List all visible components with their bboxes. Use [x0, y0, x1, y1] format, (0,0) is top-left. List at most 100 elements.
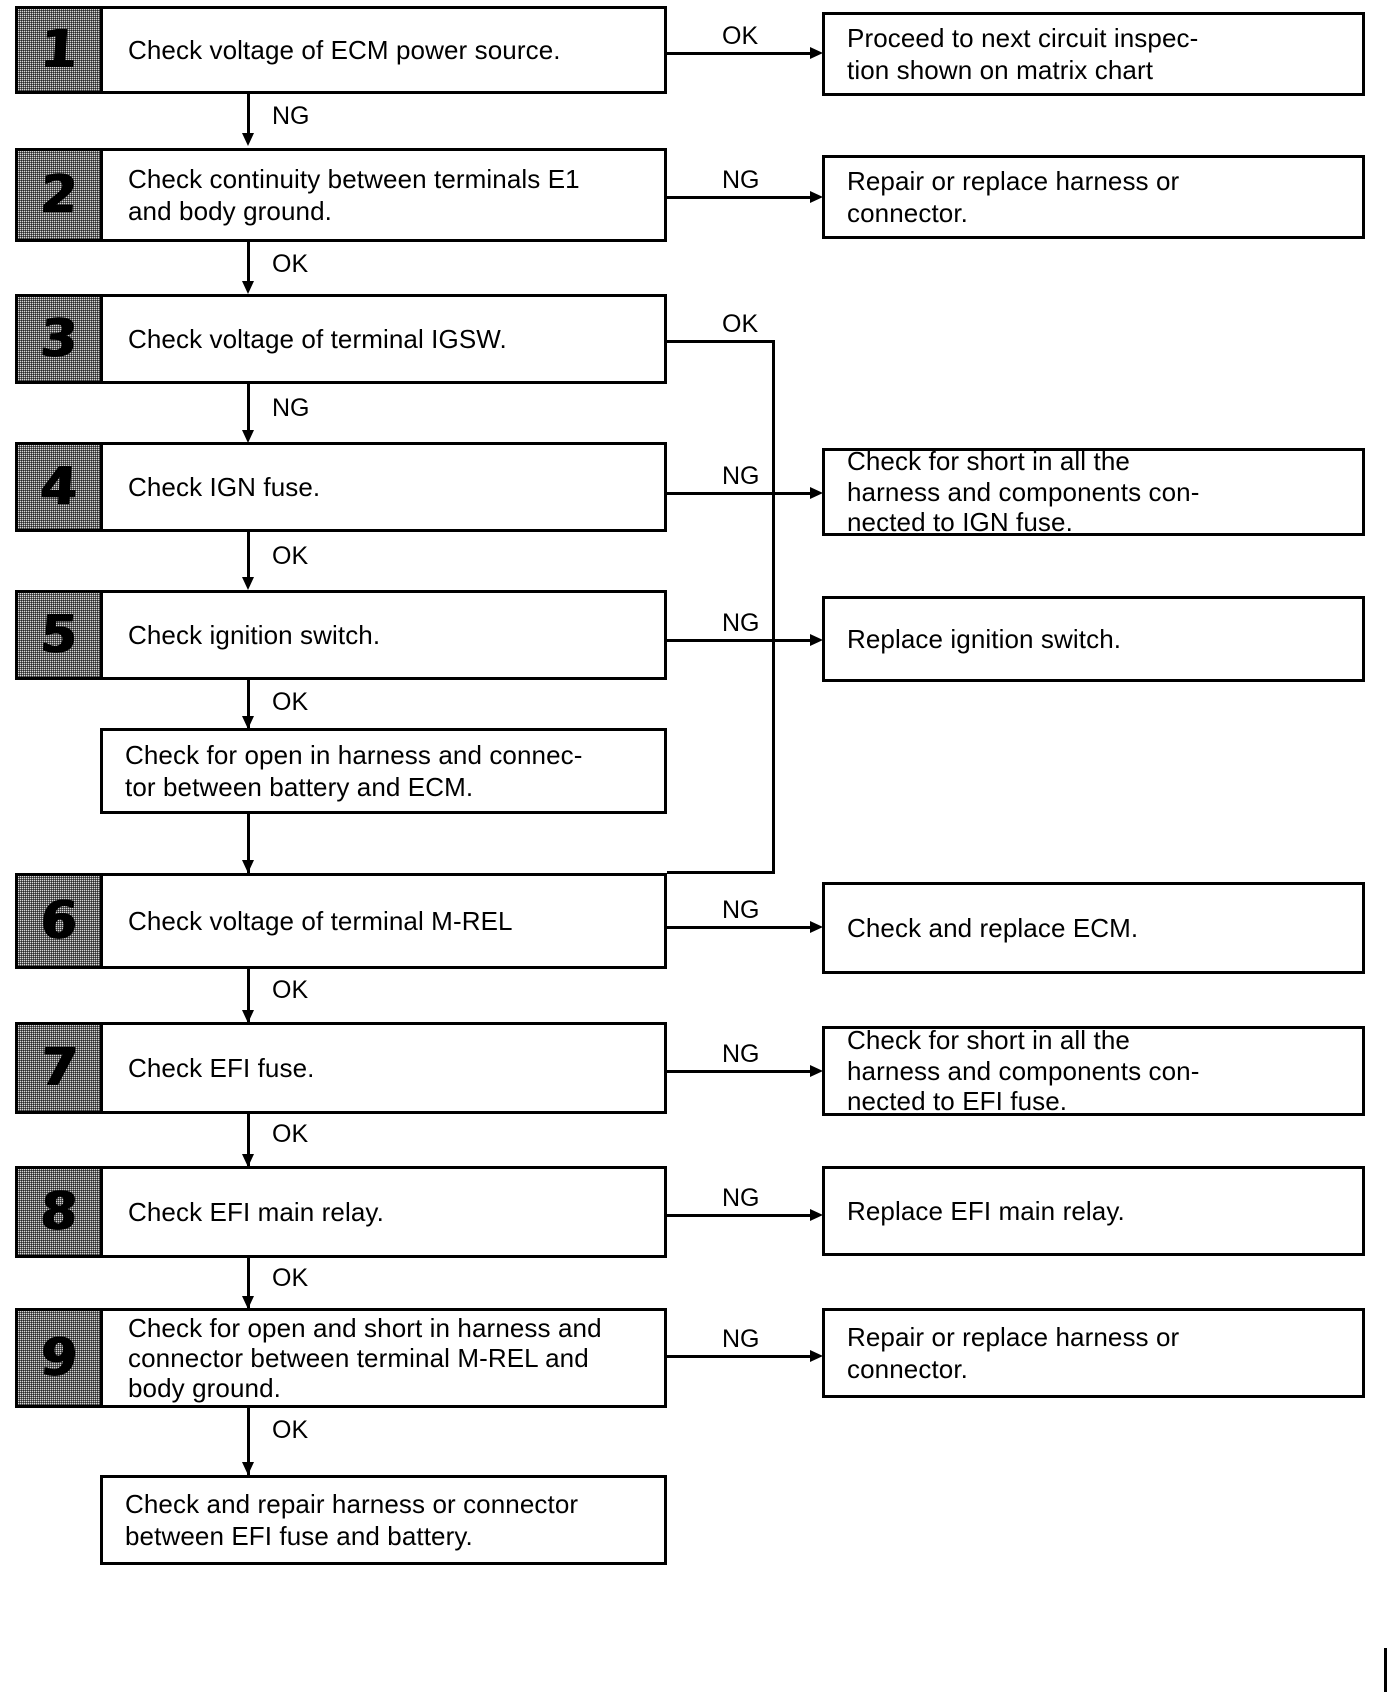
- connector-step4-to-step5: [247, 532, 250, 586]
- connector-step3-ok-horizontal: [667, 340, 775, 343]
- step-number-tab-9: 9: [15, 1308, 103, 1408]
- edge-label-step3-right: OK: [722, 310, 759, 338]
- connector-step3-ok-join-step6: [667, 871, 775, 874]
- connector-step6-to-step7: [247, 969, 250, 1022]
- step-text-open-harness-battery-ecm: Check for open in harness and connec- to…: [125, 739, 583, 802]
- arrowhead-step9-right: [810, 1350, 823, 1362]
- outcome-box-short-efi-fuse[interactable]: Check for short in all the harness and c…: [822, 1025, 1365, 1117]
- outcome-text-short-ign-fuse: Check for short in all the harness and c…: [847, 446, 1200, 538]
- step-number-2: 2: [38, 165, 80, 225]
- arrowhead-step9-to-final: [242, 1462, 254, 1475]
- connector-step5-to-open-harness: [247, 680, 250, 728]
- edge-label-step9-down: OK: [272, 1416, 309, 1444]
- connector-step3-ok-vertical-bus: [772, 340, 775, 874]
- step-text-9: Check for open and short in harness and …: [128, 1312, 602, 1404]
- edge-label-step9-right: NG: [722, 1325, 760, 1353]
- edge-label-step2-down: OK: [272, 250, 309, 278]
- arrowhead-step7-to-step8: [242, 1154, 254, 1167]
- arrowhead-open-harness-to-step6: [242, 860, 254, 873]
- arrowhead-step4-to-step5: [242, 577, 254, 590]
- step-number-7: 7: [38, 1038, 80, 1098]
- step-number-tab-5: 5: [15, 590, 103, 680]
- outcome-box-repair-replace-harness-2[interactable]: Repair or replace harness or connector.: [822, 1308, 1365, 1398]
- page-edge-tick: [1384, 1648, 1387, 1692]
- arrowhead-step1-to-step2: [242, 133, 254, 146]
- connector-step7-to-step8: [247, 1114, 250, 1166]
- outcome-box-next-circuit-inspection[interactable]: Proceed to next circuit inspec- tion sho…: [822, 12, 1365, 96]
- connector-open-harness-to-step6: [247, 814, 250, 873]
- edge-label-step3-down: NG: [272, 394, 310, 422]
- step-text-4: Check IGN fuse.: [128, 471, 321, 502]
- arrowhead-step7-right: [810, 1065, 823, 1077]
- outcome-box-short-ign-fuse[interactable]: Check for short in all the harness and c…: [822, 446, 1365, 538]
- edge-label-step5-right: NG: [722, 609, 760, 637]
- step-number-tab-8: 8: [15, 1166, 103, 1258]
- step-number-9: 9: [38, 1328, 80, 1388]
- edge-label-step2-right: NG: [722, 166, 760, 194]
- connector-step4-to-outcome-short-ign-fuse: [667, 492, 815, 495]
- step-number-6: 6: [38, 891, 80, 951]
- arrowhead-step3-to-step4: [242, 430, 254, 443]
- connector-step8-to-step9: [247, 1258, 250, 1308]
- arrowhead-step8-to-step9: [242, 1296, 254, 1309]
- arrowhead-step6-right: [810, 921, 823, 933]
- step-text-6: Check voltage of terminal M-REL: [128, 905, 513, 936]
- arrowhead-step5-right: [810, 634, 823, 646]
- step-number-tab-1: 1: [15, 6, 103, 94]
- arrowhead-step8-right: [810, 1209, 823, 1221]
- outcome-box-repair-replace-harness-1[interactable]: Repair or replace harness or connector.: [822, 155, 1365, 239]
- outcome-text-short-efi-fuse: Check for short in all the harness and c…: [847, 1025, 1200, 1117]
- edge-label-step4-down: OK: [272, 542, 309, 570]
- connector-step6-to-outcome-check-replace-ecm: [667, 926, 815, 929]
- connector-step7-to-outcome-short-efi-fuse: [667, 1070, 815, 1073]
- arrowhead-step1-right: [810, 47, 823, 59]
- edge-label-step5-down: OK: [272, 688, 309, 716]
- step-box-open-harness-battery-ecm[interactable]: Check for open in harness and connec- to…: [100, 728, 667, 814]
- edge-label-step4-right: NG: [722, 462, 760, 490]
- connector-step8-to-outcome-replace-efi-main-relay: [667, 1214, 815, 1217]
- step-box-check-repair-efi-battery[interactable]: Check and repair harness or connector be…: [100, 1475, 667, 1565]
- outcome-text-replace-ignition-switch: Replace ignition switch.: [847, 623, 1122, 654]
- step-text-7: Check EFI fuse.: [128, 1052, 315, 1083]
- connector-step2-to-outcome-repair-harness: [667, 196, 815, 199]
- step-text-1: Check voltage of ECM power source.: [128, 34, 561, 65]
- arrowhead-step2-to-step3: [242, 281, 254, 294]
- connector-step3-to-step4: [247, 384, 250, 438]
- edge-label-step6-down: OK: [272, 976, 309, 1004]
- step-text-3: Check voltage of terminal IGSW.: [128, 323, 507, 354]
- step-box-8[interactable]: 8 Check EFI main relay.: [15, 1166, 667, 1258]
- connector-step2-to-step3: [247, 242, 250, 290]
- arrowhead-step4-right: [810, 487, 823, 499]
- outcome-box-replace-ignition-switch[interactable]: Replace ignition switch.: [822, 596, 1365, 682]
- outcome-text-next-circuit-inspection: Proceed to next circuit inspec- tion sho…: [847, 22, 1199, 85]
- step-box-1[interactable]: 1 Check voltage of ECM power source.: [15, 6, 667, 94]
- step-box-9[interactable]: 9 Check for open and short in harness an…: [15, 1308, 667, 1408]
- step-box-7[interactable]: 7 Check EFI fuse.: [15, 1022, 667, 1114]
- edge-label-step8-down: OK: [272, 1264, 309, 1292]
- step-box-4[interactable]: 4 Check IGN fuse.: [15, 442, 667, 532]
- step-number-3: 3: [38, 309, 80, 369]
- step-number-8: 8: [38, 1182, 80, 1242]
- step-number-tab-7: 7: [15, 1022, 103, 1114]
- step-number-5: 5: [38, 605, 80, 665]
- edge-label-step1-down: NG: [272, 102, 310, 130]
- outcome-box-replace-efi-main-relay[interactable]: Replace EFI main relay.: [822, 1166, 1365, 1256]
- step-number-tab-4: 4: [15, 442, 103, 532]
- outcome-text-check-replace-ecm: Check and replace ECM.: [847, 912, 1139, 943]
- outcome-box-check-replace-ecm[interactable]: Check and replace ECM.: [822, 882, 1365, 974]
- step-box-5[interactable]: 5 Check ignition switch.: [15, 590, 667, 680]
- step-box-3[interactable]: 3 Check voltage of terminal IGSW.: [15, 294, 667, 384]
- step-number-tab-2: 2: [15, 148, 103, 242]
- connector-step1-to-step2: [247, 94, 250, 138]
- step-text-8: Check EFI main relay.: [128, 1196, 384, 1227]
- step-box-2[interactable]: 2 Check continuity between terminals E1 …: [15, 148, 667, 242]
- outcome-text-replace-efi-main-relay: Replace EFI main relay.: [847, 1195, 1125, 1226]
- step-number-1: 1: [38, 20, 80, 80]
- step-box-6[interactable]: 6 Check voltage of terminal M-REL: [15, 873, 667, 969]
- step-number-tab-3: 3: [15, 294, 103, 384]
- connector-step9-to-outcome-repair-harness: [667, 1355, 815, 1358]
- connector-step9-to-final: [247, 1408, 250, 1475]
- step-number-4: 4: [38, 457, 80, 517]
- edge-label-step7-down: OK: [272, 1120, 309, 1148]
